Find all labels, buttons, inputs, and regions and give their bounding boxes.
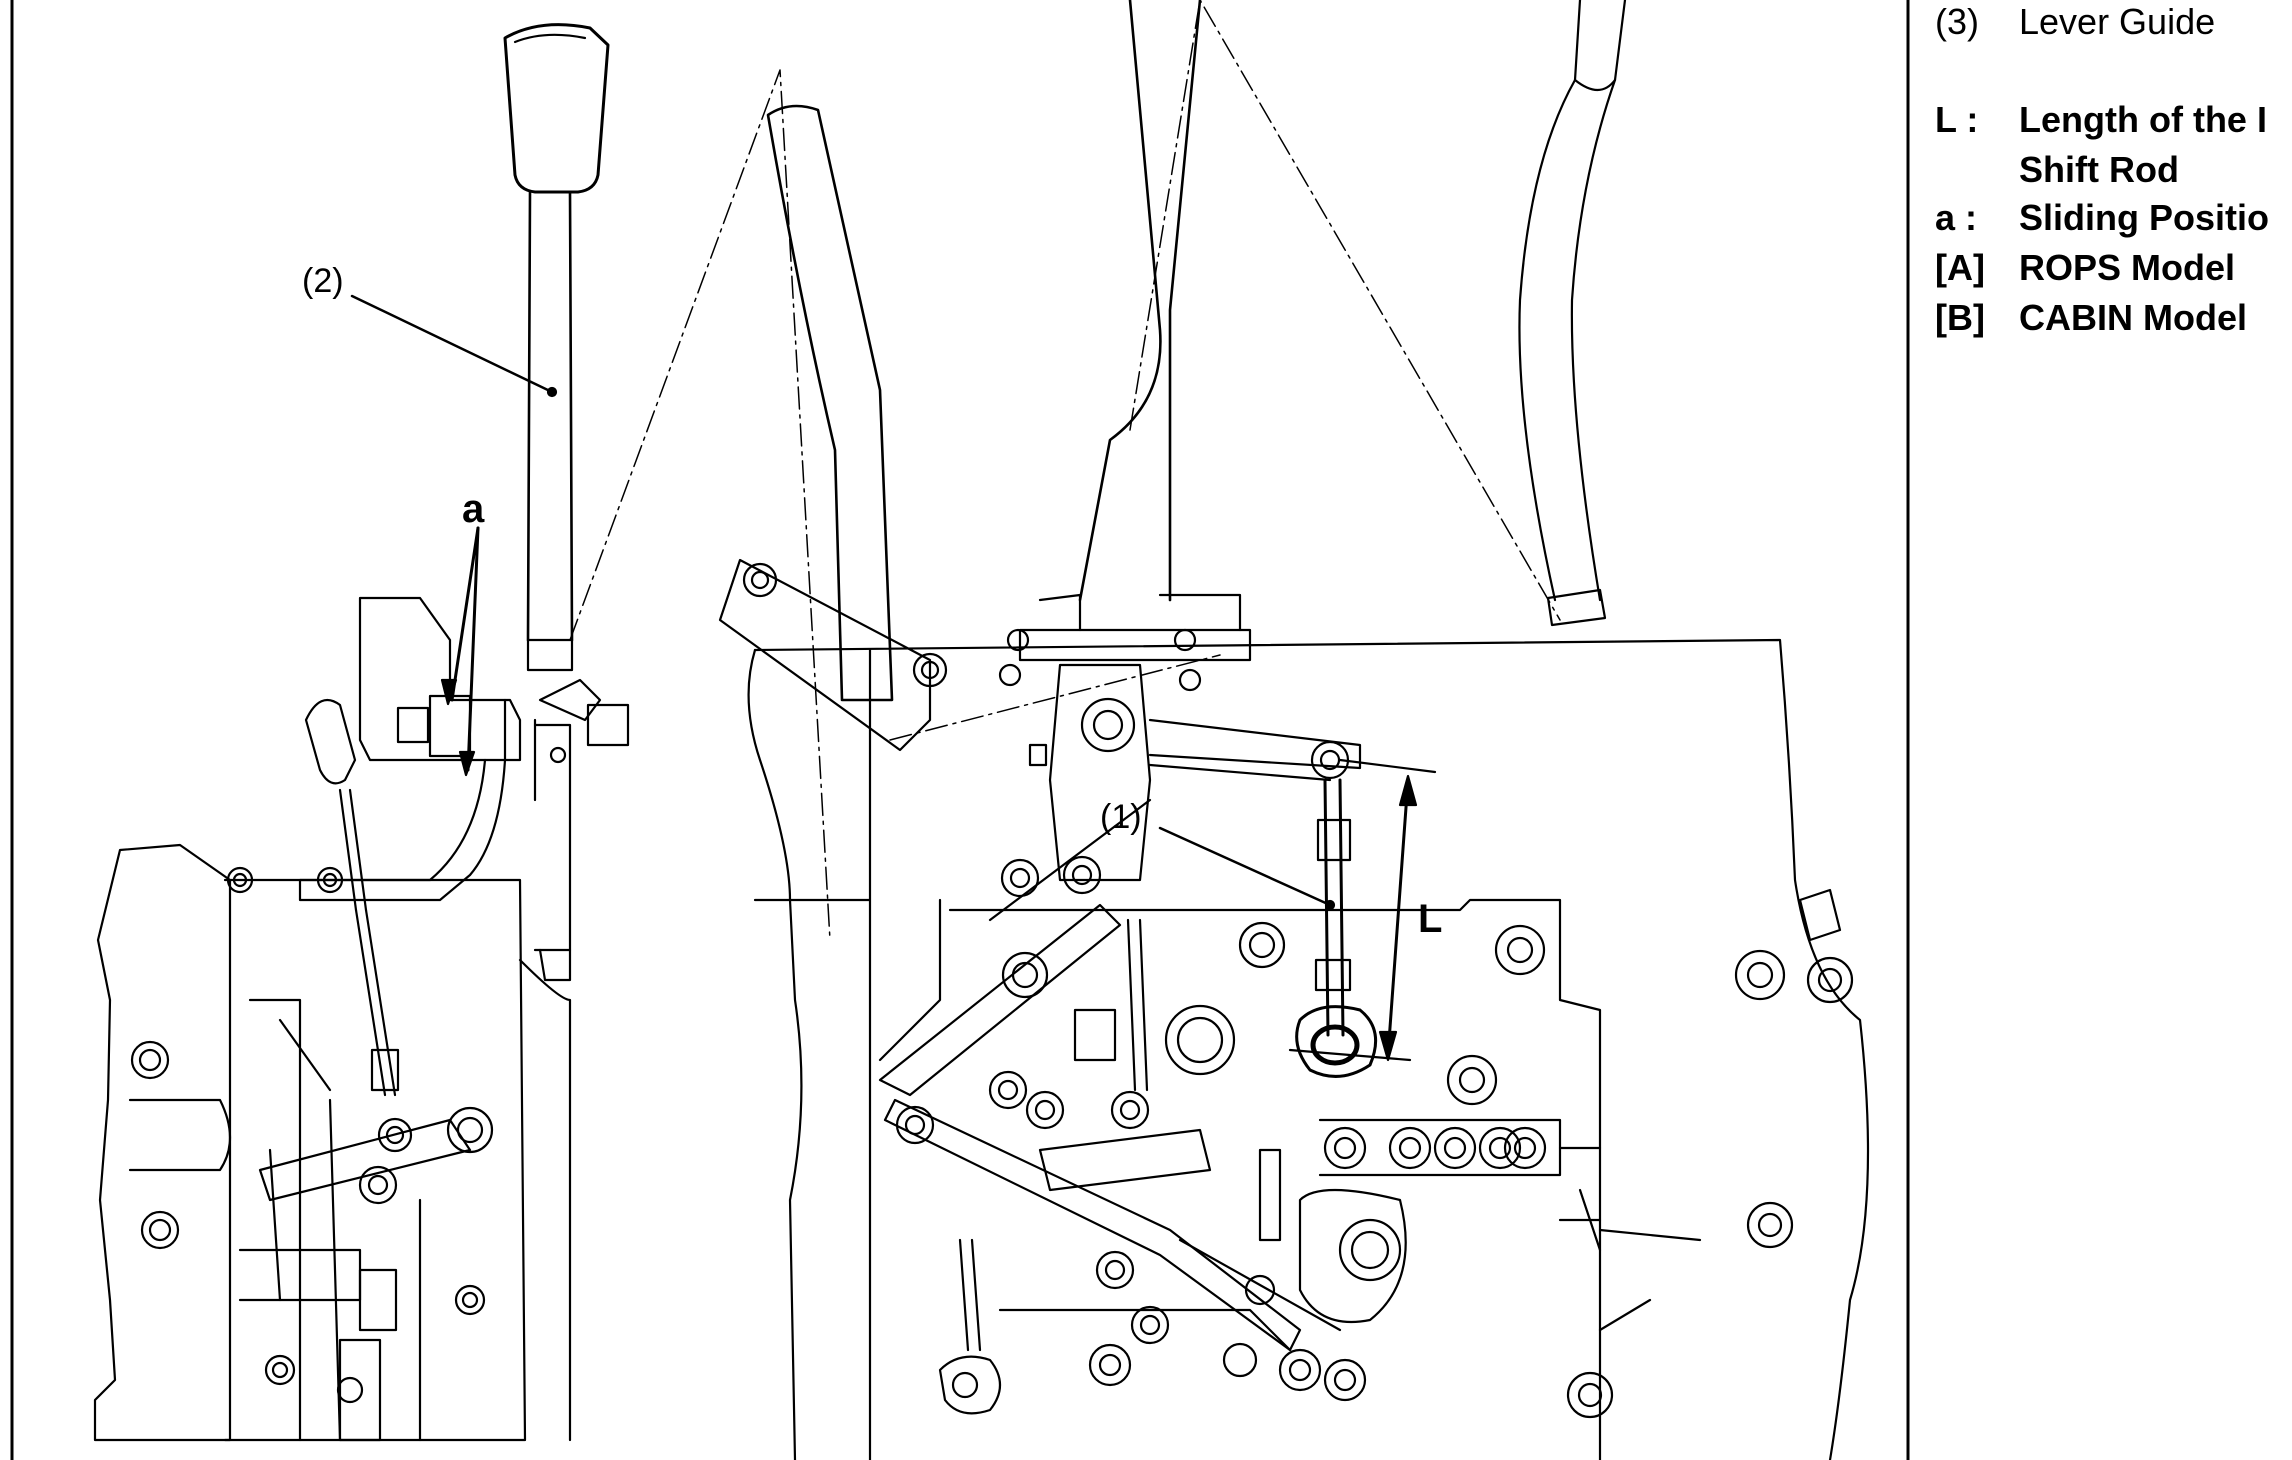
- callout-L: L: [1418, 897, 1442, 941]
- legend-text: ROPS Model: [2019, 247, 2236, 288]
- legend-panel: (3) Lever Guide L : Length of the I Shif…: [1935, 0, 2292, 1460]
- callout-1: (1): [1100, 798, 1142, 836]
- legend-text: Shift Rod: [2019, 149, 2179, 190]
- legend-text: Length of the I: [2019, 99, 2267, 140]
- legend-key: (3): [1935, 1, 1979, 42]
- legend-text: CABIN Model: [2019, 297, 2247, 338]
- lever-shaft: [526, 190, 574, 642]
- callout-2: (2): [302, 262, 344, 300]
- callout-a: a: [462, 487, 485, 531]
- legend-key: a :: [1935, 197, 1978, 238]
- legend-text: Lever Guide: [2019, 1, 2216, 42]
- legend-key: L :: [1935, 99, 1979, 140]
- lever-knob: [503, 23, 610, 194]
- legend-key: [A]: [1935, 247, 1985, 288]
- right-view: [718, 0, 1870, 1460]
- legend-text: Sliding Positio: [2019, 197, 2269, 238]
- legend-key: [B]: [1935, 297, 1985, 338]
- left-view: [93, 23, 831, 1442]
